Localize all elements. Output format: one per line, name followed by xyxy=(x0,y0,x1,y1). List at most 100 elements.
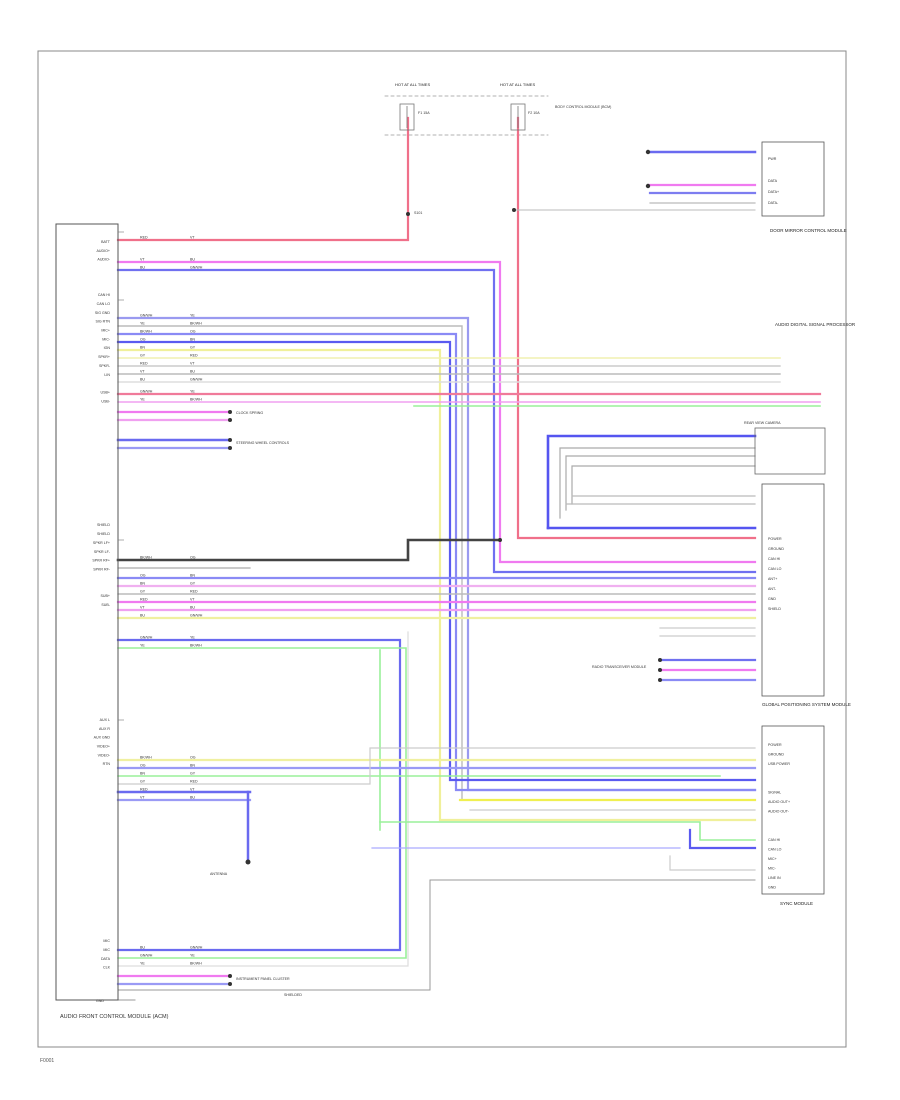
pin-label: POWER xyxy=(768,537,782,541)
diagram-frame xyxy=(37,50,847,1048)
wire-color-label: GY xyxy=(190,582,196,586)
note-radio-module: RADIO TRANSCEIVER MODULE xyxy=(592,665,647,669)
wire-color-label: VT xyxy=(190,236,195,240)
gps-small-box xyxy=(754,427,826,475)
pin-label: AUDIO OUT+ xyxy=(768,800,790,804)
wire-color-label: VT xyxy=(190,598,195,602)
wire-color-label: RED xyxy=(190,780,198,784)
pin-label: IGN xyxy=(104,346,111,350)
pin-label: GND xyxy=(768,886,776,890)
wire-color-label: BK/WH xyxy=(190,962,202,966)
pin-label: ANT- xyxy=(768,587,777,591)
wire-color-label: OG xyxy=(190,330,196,334)
fuse-2-title: HOT AT ALL TIMES xyxy=(500,82,535,87)
note-camera: REAR VIEW CAMERA xyxy=(744,421,781,425)
wire-color-label: YE xyxy=(190,314,195,318)
wire-color-label: RED xyxy=(190,590,198,594)
pin-label: AUX GND xyxy=(94,736,111,740)
fuse-1 xyxy=(399,103,415,216)
wire-color-label: BU xyxy=(190,258,195,262)
wire-color-label: BN xyxy=(140,582,145,586)
wire-color-label: YE xyxy=(140,398,145,402)
wire-color-label: GY xyxy=(140,780,146,784)
pin-label: SPKR RF+ xyxy=(92,559,110,563)
pin-label: CAN LO xyxy=(97,302,111,306)
footer-code: F0001 xyxy=(40,1058,54,1064)
wire-color-label: GN/WH xyxy=(190,378,203,382)
pin-label: SIGNAL xyxy=(768,791,781,795)
pin-label: SPKR+ xyxy=(98,355,110,359)
note-antenna: ANTENNA xyxy=(210,872,228,876)
pin-label: SIG RTN xyxy=(95,320,110,324)
pin-label: BATT xyxy=(101,240,111,244)
wire-color-label: RED xyxy=(140,598,148,602)
left-module-box xyxy=(55,223,119,1001)
wire-color-label: OG xyxy=(140,574,146,578)
pin-label: AUX L xyxy=(100,718,110,722)
pin-label: AUX R xyxy=(99,727,110,731)
left-module-ground: GND xyxy=(96,999,104,1003)
pin-label: MIC+ xyxy=(101,329,110,333)
wire-color-label: GN/WH xyxy=(140,954,153,958)
pin-label: USB POWER xyxy=(768,762,790,766)
wire-color-label: BN xyxy=(190,338,195,342)
note-steering-controls: STEERING WHEEL CONTROLS xyxy=(236,441,290,445)
pin-label: SPKR RF- xyxy=(93,567,111,571)
split-label: S101 xyxy=(414,211,422,215)
right-bottom-module-box xyxy=(761,725,825,895)
right-top-module-box xyxy=(761,141,825,217)
wire-color-label: GY xyxy=(140,590,146,594)
pin-label: MIC xyxy=(103,948,110,952)
wire-color-label: GN/WH xyxy=(140,390,153,394)
pin-label: SUB+ xyxy=(101,594,111,598)
wire-color-label: BU xyxy=(140,946,145,950)
wire-color-label: VT xyxy=(190,362,195,366)
pin-label: RTN xyxy=(103,762,111,766)
wire-color-label: BK/WH xyxy=(140,756,152,760)
wire-color-label: RED xyxy=(140,236,148,240)
pin-label: MIC xyxy=(103,939,110,943)
note-cluster: INSTRUMENT PANEL CLUSTER xyxy=(236,977,290,981)
wire-color-label: BK/WH xyxy=(140,330,152,334)
pin-label: SPKR LF- xyxy=(94,550,111,554)
pin-label: DATA+ xyxy=(768,190,779,194)
note-shielded: SHIELDED xyxy=(284,993,302,997)
left-pin-ticks xyxy=(118,231,124,721)
wires xyxy=(116,95,822,1001)
pin-label: POWER xyxy=(768,743,782,747)
wire-color-label: BN xyxy=(140,772,145,776)
pin-label: CAN HI xyxy=(768,557,780,561)
pin-label: SUB- xyxy=(101,603,110,607)
wire-color-label: GN/WH xyxy=(190,946,203,950)
right-bottom-module-title: SYNC MODULE xyxy=(780,901,813,906)
pin-label: MIC- xyxy=(102,337,111,341)
wire-color-label: BU xyxy=(190,796,195,800)
pin-label: VIDEO+ xyxy=(97,744,110,748)
wire-color-label: OG xyxy=(190,556,196,560)
pin-label: AUDIO+ xyxy=(97,249,110,253)
pin-label: ANT+ xyxy=(768,577,777,581)
pin-label: SIG GND xyxy=(95,311,111,315)
wire-color-labels: RED VT VT BU BU GN/WH GN/WH YE YE BK/WH BK/WH OG OG B… xyxy=(140,236,203,966)
top-right-box-title: AUDIO DIGITAL SIGNAL PROCESSOR xyxy=(775,322,856,327)
fuse-side-note: BODY CONTROL MODULE (BCM) xyxy=(555,105,611,109)
pin-label: GND xyxy=(768,597,776,601)
wire-color-label: BK/WH xyxy=(190,644,202,648)
right-top-module-title: DOOR MIRROR CONTROL MODULE xyxy=(770,228,847,233)
pin-label: GROUND xyxy=(768,547,784,551)
wire-color-label: GY xyxy=(190,772,196,776)
pin-label: DATA xyxy=(101,957,111,961)
wire-color-label: YE xyxy=(190,390,195,394)
wire-color-label: GN/WH xyxy=(140,314,153,318)
pin-label: SPKR- xyxy=(99,364,111,368)
wire-color-label: BU xyxy=(140,614,145,618)
pin-label: CAN HI xyxy=(98,293,110,297)
pin-label: LINE IN xyxy=(768,876,781,880)
right-mid-module-box xyxy=(761,483,825,697)
wire-color-label: GY xyxy=(190,346,196,350)
wire-color-label: VT xyxy=(140,606,145,610)
wire-color-label: BN xyxy=(190,764,195,768)
